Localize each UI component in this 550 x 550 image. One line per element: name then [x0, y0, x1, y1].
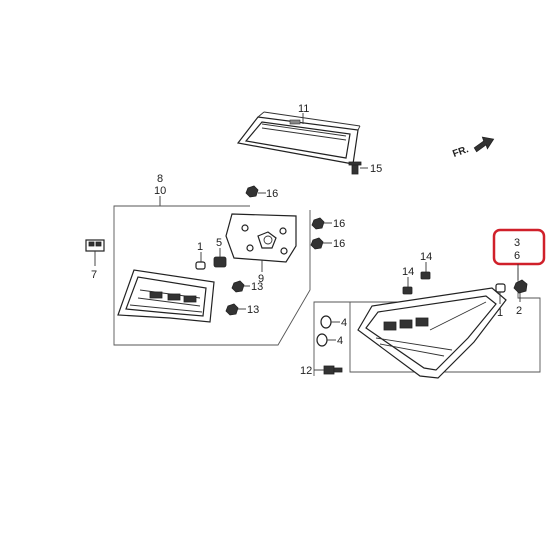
grommet-part-4-lower[interactable]: [316, 333, 328, 347]
callout-9: 9: [258, 273, 264, 285]
callout-2: 2: [516, 305, 522, 317]
callout-14-right: 14: [420, 251, 432, 263]
callout-4-lower: 4: [337, 335, 343, 347]
callout-4-upper: 4: [341, 317, 347, 329]
callout-13-upper: 13: [251, 281, 263, 293]
callout-16-top: 16: [266, 188, 278, 200]
nut-part-13-lower[interactable]: [225, 303, 239, 316]
clip-part-14-right[interactable]: [420, 271, 431, 280]
highlight-box-3-6[interactable]: [492, 228, 546, 266]
callout-15: 15: [370, 163, 382, 175]
callout-16-lower: 16: [333, 238, 345, 250]
callout-5: 5: [216, 237, 222, 249]
nut-part-13-upper[interactable]: [231, 280, 245, 293]
callout-10: 10: [154, 185, 166, 197]
bulb-part-1-inner[interactable]: [195, 261, 206, 270]
callout-12: 12: [300, 365, 312, 377]
mounting-plate-part-9[interactable]: [225, 213, 297, 263]
clip-part-14-left[interactable]: [402, 286, 413, 295]
bulb-part-1-outer[interactable]: [495, 283, 506, 293]
nut-part-16-top[interactable]: [245, 185, 259, 198]
connector-part-7[interactable]: [85, 239, 105, 252]
outer-tail-light-part-3[interactable]: [357, 287, 507, 379]
callout-3: 3: [514, 237, 520, 249]
callout-6: 6: [514, 250, 520, 262]
callout-11: 11: [298, 103, 309, 115]
grommet-part-4-upper[interactable]: [320, 315, 332, 329]
socket-part-5[interactable]: [213, 256, 227, 268]
callout-8: 8: [157, 173, 163, 185]
callout-14-left: 14: [402, 266, 414, 278]
front-direction-arrow: [473, 136, 495, 153]
callout-13-lower: 13: [247, 304, 259, 316]
screw-part-15[interactable]: [348, 161, 362, 175]
inner-tail-light-part-8[interactable]: [117, 269, 215, 323]
bolt-part-12[interactable]: [323, 365, 343, 375]
garnish-part-11[interactable]: [236, 111, 361, 165]
front-direction-label: FR.: [451, 144, 470, 160]
socket-part-2[interactable]: [513, 279, 528, 294]
callout-16-middle: 16: [333, 218, 345, 230]
nut-part-16-lower[interactable]: [310, 237, 324, 250]
callout-1-outer: 1: [497, 307, 503, 319]
nut-part-16-middle[interactable]: [311, 217, 325, 230]
assembly-box-8-10: [113, 205, 311, 346]
callout-1-inner: 1: [197, 241, 203, 253]
callout-7: 7: [91, 269, 97, 281]
